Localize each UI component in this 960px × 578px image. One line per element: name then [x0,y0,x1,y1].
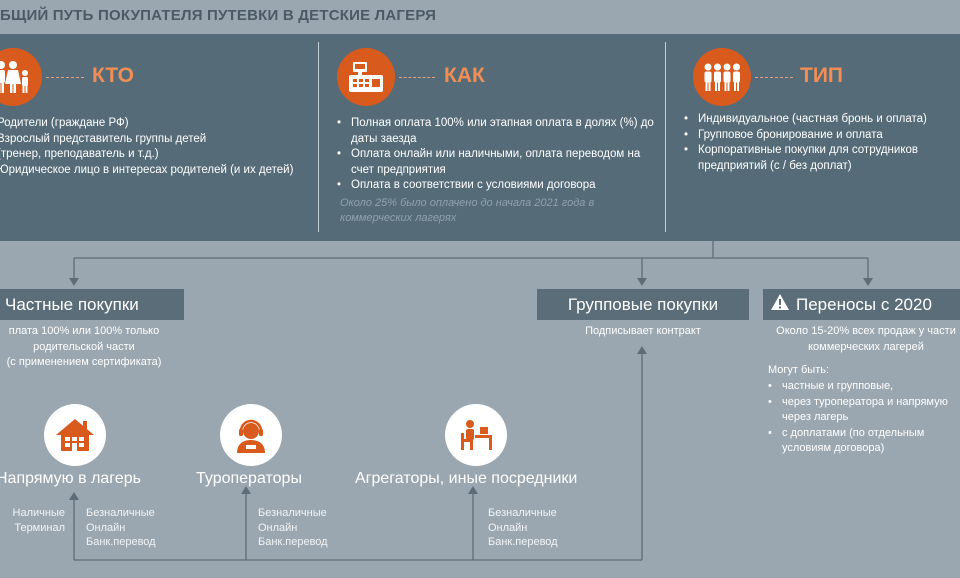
family-icon [0,48,42,106]
cash-register-icon [337,48,395,106]
list-item: Оплата онлайн или наличными, оплата пере… [337,147,655,178]
private-description: плата 100% или 100% только родительской … [6,325,162,368]
list-item: Юридическое лицо в интересах родителей (… [0,163,294,176]
channel-label-aggregators: Агрегаторы, иные посредники [355,470,578,487]
how-note: Около 25% было оплачено до начала 2021 г… [340,197,595,224]
how-header: КАК [444,64,485,87]
channel-label-operators: Туроператоры [196,470,302,487]
desk-worker-icon [445,404,507,466]
page-title: БЩИЙ ПУТЬ ПОКУПАТЕЛЯ ПУТЕВКИ В ДЕТСКИЕ Л… [0,7,437,24]
list-item: Родители (граждане РФ) [0,117,129,129]
payments-list: Безналичные Онлайн Банк.перевод [258,507,328,548]
who-list: Родители (граждане РФ) Взрослый представ… [0,116,293,178]
warning-icon [771,294,789,315]
house-icon [44,404,106,466]
payments-list: Безналичные Онлайн Банк.перевод [488,507,558,548]
payments-list: Безналичные Онлайн Банк.перевод [86,507,156,548]
connector-dash [46,77,84,78]
transfers-subtitle: Могут быть: [768,364,830,376]
transfers-label: Переносы с 2020 [796,294,932,314]
list-item: Полная оплата 100% или этапная оплата в … [337,116,655,147]
list-item: Оплата в соответствии с условиями догово… [337,178,655,194]
type-header: ТИП [800,64,844,87]
list-item: с доплатами (по отдельным условиям догов… [768,426,958,457]
list-item: Корпоративные покупки для сотрудников пр… [684,143,954,174]
list-item: частные и групповые, [768,379,958,395]
group-purchases-box: Групповые покупки [537,289,749,320]
group-icon [693,48,751,106]
channel-label-direct: Напрямую в лагерь [0,470,141,487]
list-item: (тренер, преподаватель и т.д.) [0,148,159,160]
type-list: Индивидуальное (частная бронь и оплата) … [684,112,954,174]
transfers-box: Переносы с 2020 [763,289,960,320]
list-item: Индивидуальное (частная бронь и оплата) [684,112,954,128]
column-divider [665,42,666,232]
how-list: Полная оплата 100% или этапная оплата в … [337,116,655,194]
payments-list: Наличные Терминал [12,507,65,534]
who-header: КТО [92,64,134,87]
column-divider [318,42,319,232]
operator-headset-icon [220,404,282,466]
connector-dash [755,77,793,78]
list-item: Взрослый представитель группы детей [0,132,207,145]
transfers-description: Около 15-20% всех продаж у части коммерч… [776,325,956,353]
list-item: через туроператора и напрямую через лаге… [768,395,958,426]
group-description: Подписывает контракт [585,325,701,337]
private-purchases-box: Частные покупки [0,289,184,320]
transfers-list: частные и групповые, через туроператора … [768,379,958,457]
list-item: Групповое бронирование и оплата [684,128,954,144]
connector-dash [399,77,435,78]
